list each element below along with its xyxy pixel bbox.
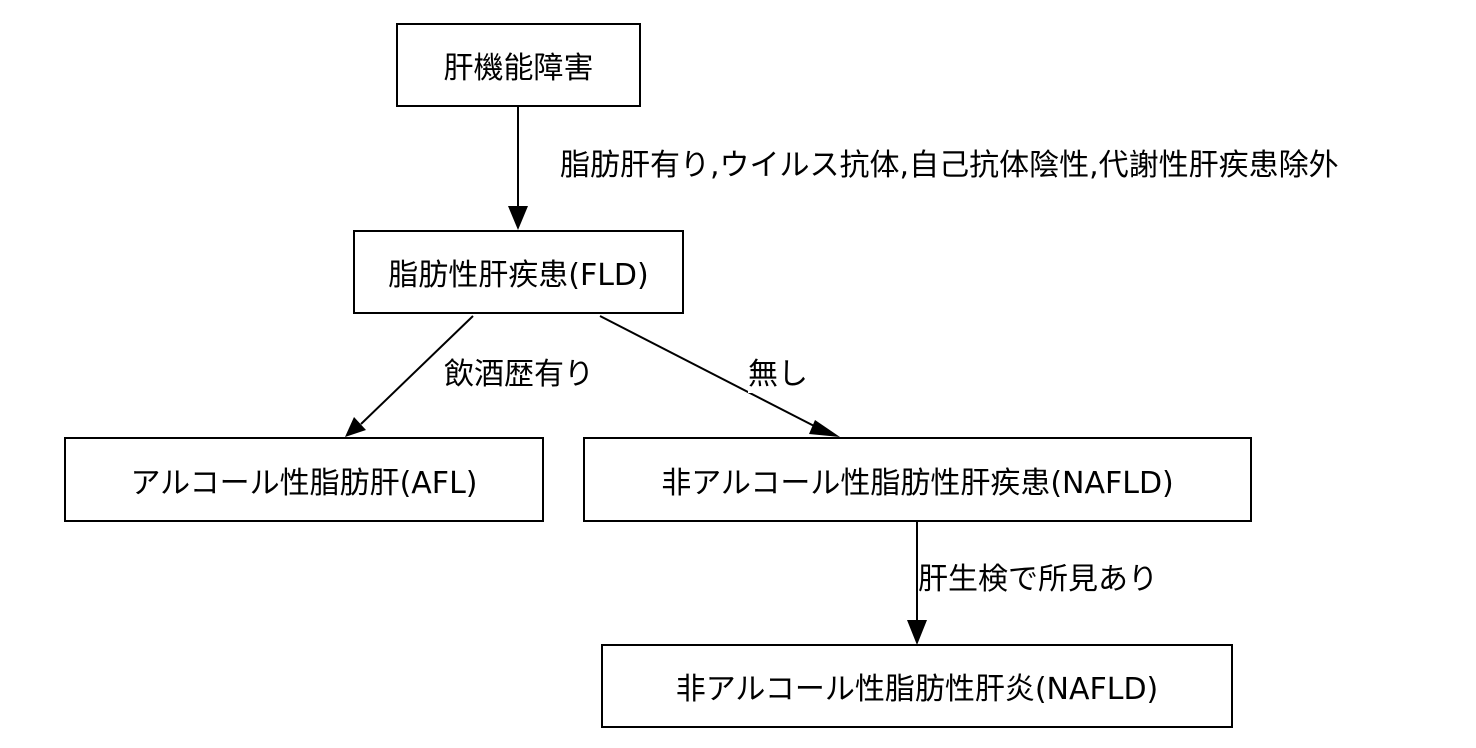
edge-label-to-nash: 肝生検で所見あり [918, 562, 1158, 598]
edge-label-to-afl: 飲酒歴有り [444, 357, 594, 393]
node-nafld-disease: 非アルコール性脂肪性肝疾患(NAFLD) [583, 437, 1252, 522]
arrow-liver-to-fld [508, 107, 528, 230]
node-nafld-hepatitis-label: 非アルコール性脂肪性肝炎(NAFLD) [675, 672, 1159, 707]
arrow-fld-to-nafld [599, 315, 840, 437]
node-alcoholic-fatty-liver-label: アルコール性脂肪肝(AFL) [130, 465, 478, 501]
arrow-fld-to-afl [345, 315, 474, 437]
node-nafld-disease-label: 非アルコール性脂肪性肝疾患(NAFLD) [661, 465, 1174, 501]
edge-label-to-fld: 脂肪肝有り,ウイルス抗体,自己抗体陰性,代謝性肝疾患除外 [560, 148, 1339, 184]
node-liver-dysfunction-label: 肝機能障害 [443, 51, 594, 86]
node-fatty-liver-disease-label: 脂肪性肝疾患(FLD) [388, 258, 649, 293]
edge-label-to-nafld: 無し [748, 357, 808, 393]
arrow-nafld-to-nash [907, 522, 927, 645]
node-nafld-hepatitis: 非アルコール性脂肪性肝炎(NAFLD) [601, 644, 1233, 728]
node-alcoholic-fatty-liver: アルコール性脂肪肝(AFL) [64, 437, 544, 522]
node-fatty-liver-disease: 脂肪性肝疾患(FLD) [353, 230, 684, 314]
node-liver-dysfunction: 肝機能障害 [396, 23, 641, 107]
